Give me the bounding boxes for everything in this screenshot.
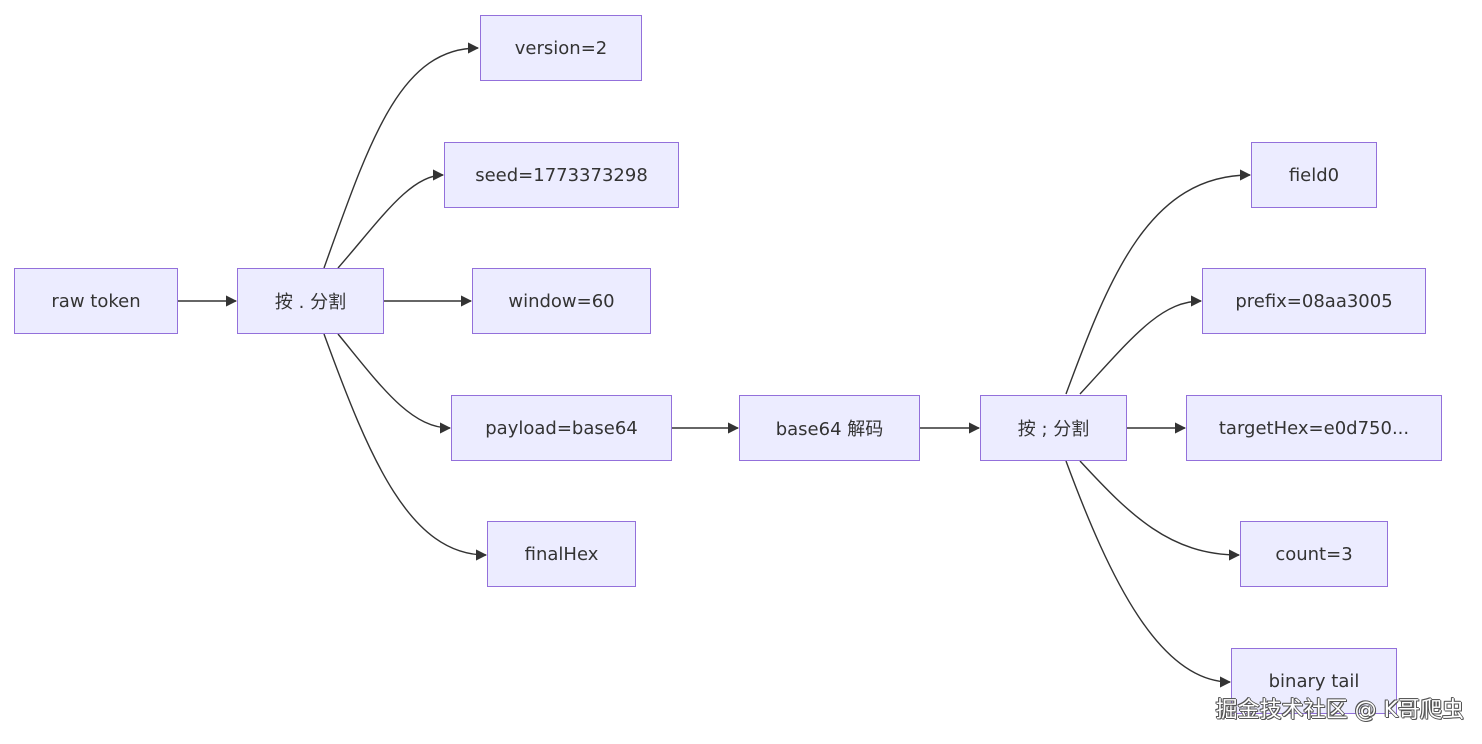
node-prefix: prefix=08aa3005 [1202, 268, 1426, 334]
node-count: count=3 [1240, 521, 1388, 587]
node-window: window=60 [472, 268, 651, 334]
edge-split-dot-to-final-hex [323, 333, 488, 561]
node-split-dot: 按 . 分割 [237, 268, 384, 334]
node-seed: seed=1773373298 [444, 142, 679, 208]
edge-split-dot-to-payload [337, 333, 452, 434]
edge-split-dot-to-seed [337, 169, 445, 269]
edge-split-semicolon-to-field0 [1065, 169, 1252, 395]
edge-split-semicolon-to-prefix [1079, 295, 1203, 395]
node-version: version=2 [480, 15, 642, 81]
node-final-hex: finalHex [487, 521, 636, 587]
node-binary-tail: binary tail [1231, 648, 1397, 714]
node-target-hex: targetHex=e0d750... [1186, 395, 1442, 461]
node-raw-token: raw token [14, 268, 178, 334]
edge-split-semicolon-to-binary-tail [1065, 460, 1232, 688]
node-split-semicolon: 按 ; 分割 [980, 395, 1127, 461]
node-payload: payload=base64 [451, 395, 672, 461]
node-field0: field0 [1251, 142, 1377, 208]
edge-split-semicolon-to-count [1079, 460, 1241, 561]
node-base64-decode: base64 解码 [739, 395, 920, 461]
edge-split-dot-to-version [323, 42, 480, 269]
watermark: 掘金技术社区 @ K哥爬虫 [1215, 698, 1464, 723]
